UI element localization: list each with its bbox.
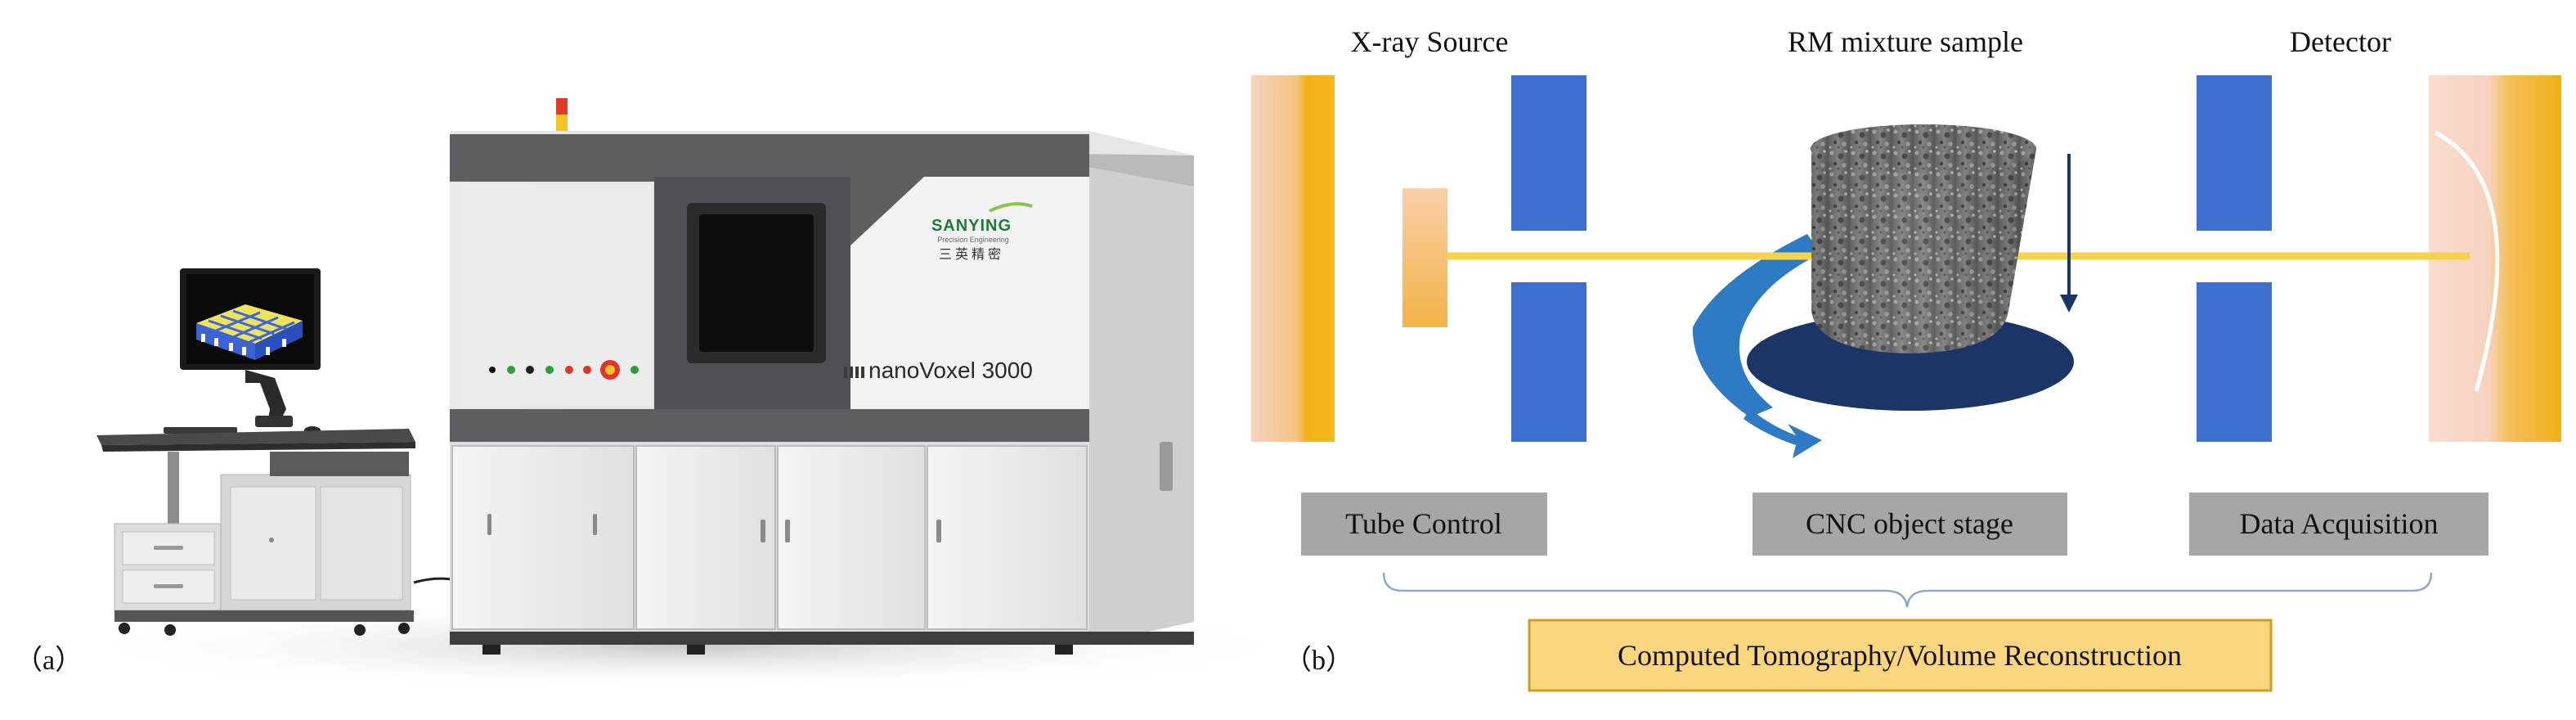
cabinet-feet xyxy=(482,645,1073,655)
reconstruction-box xyxy=(1528,619,2273,692)
cabinet-bottom-band xyxy=(450,409,1089,442)
brand-cn: 三英精密 xyxy=(939,247,1004,262)
desk-cabinet xyxy=(220,452,411,611)
side-handle xyxy=(1160,442,1173,491)
drawer-unit xyxy=(114,523,222,611)
rotation-arrow-head xyxy=(1744,409,1822,458)
tube-control-box xyxy=(1301,493,1547,556)
model-mark-icon xyxy=(844,367,864,378)
data-acquisition-label: Data Acquisition xyxy=(2240,507,2439,540)
xray-source xyxy=(1251,75,1335,442)
monitor-base xyxy=(255,416,293,427)
sample-title: RM mixture sample xyxy=(1788,25,2023,58)
panel-a-label: （a） xyxy=(15,645,83,676)
brand-swoosh xyxy=(989,202,1033,213)
detector-arc xyxy=(2434,130,2500,392)
reconstruction-label: Computed Tomography/Volume Reconstructio… xyxy=(1618,639,2182,672)
rm-mixture-sample xyxy=(1811,124,2036,353)
cabinet-plinth xyxy=(450,632,1194,645)
collimator-source-top xyxy=(1511,75,1586,231)
panel-b-label: （b） xyxy=(1284,645,1353,676)
brace xyxy=(1382,572,2433,608)
collimator-detector-bottom xyxy=(2197,282,2272,442)
monitor-ct-render xyxy=(196,304,303,360)
brand-tagline: Precision Engineering xyxy=(937,236,1009,244)
desk-wheels xyxy=(119,623,410,636)
keyboard xyxy=(164,427,237,434)
logo-panel xyxy=(850,177,1089,409)
cabinet-top-band xyxy=(450,134,1089,182)
cabinet-side xyxy=(1088,131,1194,645)
brand-logo: SANYING xyxy=(931,217,1012,235)
tube-control-label: Tube Control xyxy=(1345,507,1502,540)
workstation xyxy=(96,268,452,636)
xray-tube xyxy=(1402,188,1447,327)
detector-title: Detector xyxy=(2290,25,2391,58)
rotation-stage xyxy=(1747,313,2074,411)
monitor-arm xyxy=(245,370,286,419)
desk-base xyxy=(114,610,414,622)
source-title: X-ray Source xyxy=(1351,25,1509,58)
cnc-stage-label: CNC object stage xyxy=(1806,507,2013,540)
model-name: nanoVoxel 3000 xyxy=(868,358,1033,383)
rotation-arrow-back xyxy=(1692,234,1820,417)
data-acquisition-box xyxy=(2189,493,2488,556)
viewing-window xyxy=(699,214,814,352)
collimator-detector-top xyxy=(2197,75,2272,231)
ct-machine xyxy=(450,98,1194,655)
control-buttons xyxy=(489,360,639,380)
door-handles xyxy=(487,514,941,542)
lower-doors xyxy=(451,445,1088,630)
desk-top xyxy=(96,429,415,445)
panel-a: SANYING Precision Engineering 三英精密 nanoV… xyxy=(15,98,1308,691)
collimator-source-bottom xyxy=(1511,282,1586,442)
panel-b: X-ray Source RM mixture sample Detector xyxy=(1251,25,2561,692)
cnc-stage-box xyxy=(1752,493,2067,556)
down-arrow-head xyxy=(2060,295,2078,313)
cable xyxy=(413,577,452,584)
